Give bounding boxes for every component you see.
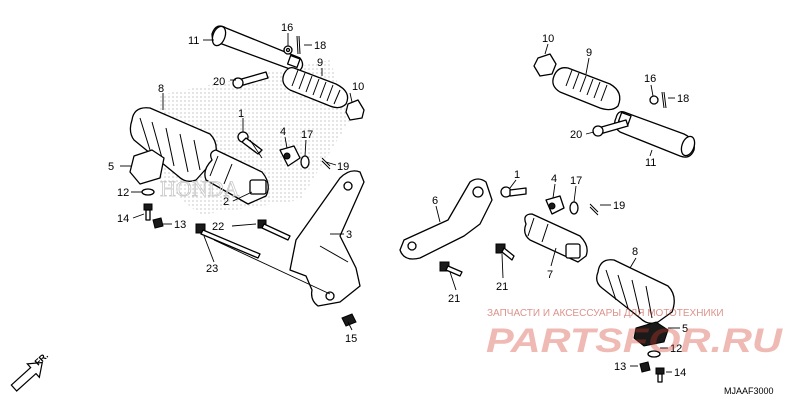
callout-17-right: 17 — [570, 175, 582, 187]
callout-19-right: 19 — [613, 200, 625, 212]
part-2-footpeg-body — [204, 149, 269, 205]
part-23-bolt — [195, 223, 261, 259]
part-9-footpeg-rubber-right — [552, 67, 621, 111]
callout-17: 17 — [301, 129, 313, 141]
callout-4: 4 — [280, 126, 286, 138]
part-6-step-holder-plate — [399, 178, 493, 260]
part-18-cotter-pin-right — [661, 91, 667, 109]
callout-9: 9 — [317, 57, 323, 69]
part-10-weight — [345, 99, 365, 121]
callout-11-right: 11 — [645, 157, 656, 169]
part-20-bolt — [232, 71, 269, 89]
part-19-cotter-pin — [321, 157, 331, 170]
callout-8-right: 8 — [632, 246, 638, 258]
part-11-footpeg-pin-right — [614, 110, 696, 158]
callout-2: 2 — [223, 196, 229, 208]
callout-18-right: 18 — [677, 93, 689, 105]
callout-22: 22 — [212, 221, 224, 233]
callout-12-right: 12 — [670, 343, 682, 355]
callout-5-right: 5 — [682, 323, 688, 335]
callout-6: 6 — [432, 195, 438, 207]
callout-20-right: 20 — [570, 129, 582, 141]
callout-1-right: 1 — [514, 169, 520, 181]
callout-19: 19 — [337, 161, 349, 173]
front-direction-arrow — [10, 361, 43, 392]
callout-16-right: 16 — [644, 73, 656, 85]
callout-21-a: 21 — [448, 293, 460, 305]
part-21-bolt-a — [439, 261, 463, 277]
callout-9-right: 9 — [586, 47, 592, 59]
part-7-footpeg-body — [524, 213, 588, 263]
callout-5: 5 — [108, 161, 114, 173]
callout-18: 18 — [314, 40, 326, 52]
part-5-bracket — [129, 149, 165, 185]
callout-23: 23 — [206, 263, 218, 275]
part-13-nut — [152, 217, 164, 229]
part-9-footpeg-rubber — [282, 66, 349, 109]
part-4-spring — [279, 145, 301, 167]
callout-16: 16 — [281, 22, 293, 34]
callout-20: 20 — [213, 76, 225, 88]
callout-14: 14 — [117, 213, 129, 225]
callout-14-right: 14 — [674, 367, 686, 379]
part-12-washer-right — [647, 350, 661, 358]
part-4-spring-right — [545, 195, 565, 215]
part-5-bracket-right — [633, 321, 669, 347]
callout-10-right: 10 — [542, 33, 554, 45]
part-20-bolt-right — [592, 119, 629, 137]
part-16-washer-right — [649, 95, 659, 105]
leader-lines — [120, 33, 680, 373]
part-14-bolt-right — [655, 367, 665, 383]
callout-15: 15 — [345, 333, 357, 345]
callout-1: 1 — [238, 108, 244, 120]
watermark-tagline: ЗАПЧАСТИ И АКСЕССУАРЫ ДЛЯ МОТОТЕХНИКИ — [487, 308, 724, 319]
part-18-cotter-pin — [296, 35, 299, 55]
callout-numbers: 11 16 18 9 20 10 8 1 4 17 19 5 12 2 14 1… — [108, 22, 689, 379]
part-17-washer — [300, 155, 310, 169]
callout-8: 8 — [158, 83, 164, 95]
callout-13: 13 — [174, 219, 186, 231]
part-8-footpeg-right — [596, 259, 675, 324]
part-19-cotter-pin-right — [589, 203, 599, 216]
callout-21-b: 21 — [496, 281, 508, 293]
part-22-bolt — [257, 219, 291, 241]
part-17-washer-right — [569, 201, 579, 215]
callout-12: 12 — [117, 187, 129, 199]
callout-3: 3 — [346, 229, 352, 241]
part-21-bolt-b — [495, 243, 515, 261]
part-14-bolt — [143, 203, 153, 221]
callout-10: 10 — [352, 81, 364, 93]
part-15-nut — [341, 313, 357, 327]
watermark-logo: PARTSFOR.RU — [486, 322, 784, 360]
part-13-nut-right — [639, 361, 651, 373]
part-10-weight-right — [533, 53, 557, 77]
diagram-code: MJAAF3000 — [724, 386, 774, 396]
callout-13-right: 13 — [614, 361, 626, 373]
part-1-pin-right — [500, 186, 527, 198]
part-3-step-holder — [289, 170, 365, 307]
callout-11: 11 — [188, 35, 199, 47]
part-12-washer — [141, 188, 155, 196]
brand-logo-outline: HONDA — [160, 176, 240, 201]
callout-4-right: 4 — [551, 173, 557, 185]
callout-7: 7 — [547, 269, 553, 281]
part-11-footpeg-pin — [211, 25, 304, 73]
